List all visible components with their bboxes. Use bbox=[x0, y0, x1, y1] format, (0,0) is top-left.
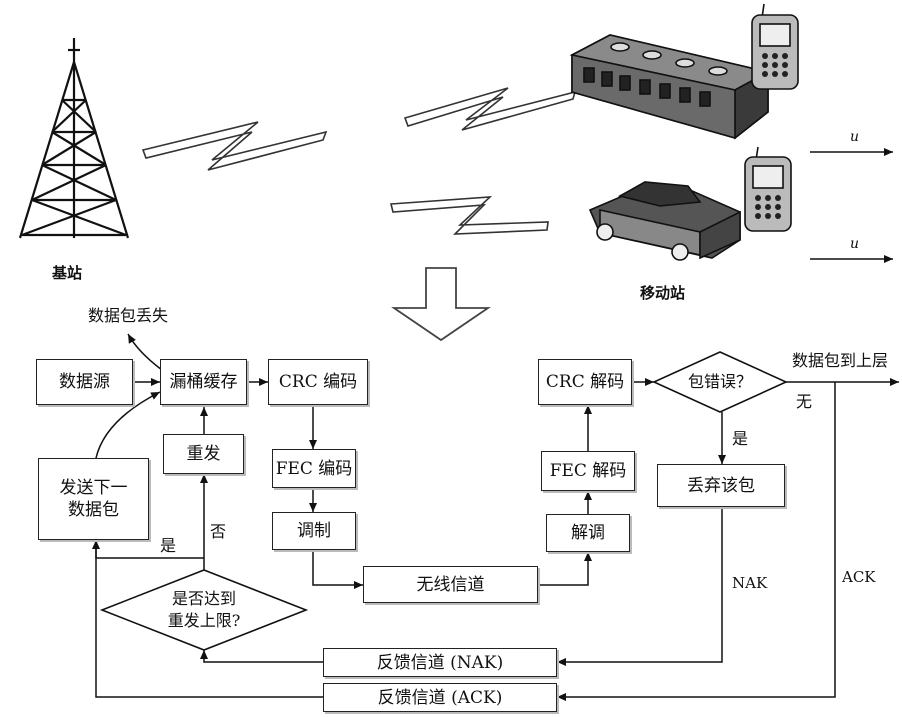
modulate-box: 调制 bbox=[272, 512, 356, 550]
no-label: 否 bbox=[210, 521, 226, 543]
phone-icon bbox=[745, 147, 791, 231]
phone-icon bbox=[752, 4, 798, 89]
nak-label: NAK bbox=[732, 572, 767, 594]
car-icon bbox=[590, 182, 740, 260]
ack-label: ACK bbox=[842, 566, 876, 588]
mobile-station-label: 移动站 bbox=[640, 282, 685, 304]
yes-label: 是 bbox=[160, 535, 176, 557]
packet-loss-label: 数据包丢失 bbox=[88, 305, 168, 327]
crc-decode-box: CRC 解码 bbox=[538, 359, 632, 405]
discard-packet-box: 丢弃该包 bbox=[657, 464, 785, 507]
leaky-bucket-box: 漏桶缓存 bbox=[160, 359, 247, 405]
tower-icon bbox=[20, 38, 128, 238]
velocity-label: u bbox=[850, 233, 859, 255]
crc-encode-box: CRC 编码 bbox=[268, 359, 368, 405]
data-source-box: 数据源 bbox=[36, 359, 133, 405]
deliver-upper-label: 数据包到上层 bbox=[792, 350, 888, 372]
fec-encode-box: FEC 编码 bbox=[272, 449, 356, 488]
radio-link-icon bbox=[143, 88, 575, 234]
send-next-box: 发送下一 数据包 bbox=[38, 458, 149, 540]
no-label: 无 bbox=[796, 391, 812, 413]
retransmit-box: 重发 bbox=[163, 434, 244, 474]
wireless-channel-box: 无线信道 bbox=[363, 566, 538, 603]
base-station-label: 基站 bbox=[52, 262, 82, 284]
fec-decode-box: FEC 解码 bbox=[541, 451, 635, 491]
demodulate-box: 解调 bbox=[546, 514, 630, 552]
down-arrow-icon bbox=[394, 268, 488, 340]
feedback-nak-box: 反馈信道 (NAK) bbox=[323, 648, 557, 677]
feedback-ack-box: 反馈信道 (ACK) bbox=[323, 683, 557, 712]
packet-error-label: 包错误？ bbox=[674, 371, 766, 393]
train-icon bbox=[572, 35, 768, 138]
yes-label: 是 bbox=[732, 428, 748, 450]
velocity-label: u bbox=[850, 126, 859, 148]
retry-limit-label: 是否达到 重发上限? bbox=[140, 588, 268, 632]
